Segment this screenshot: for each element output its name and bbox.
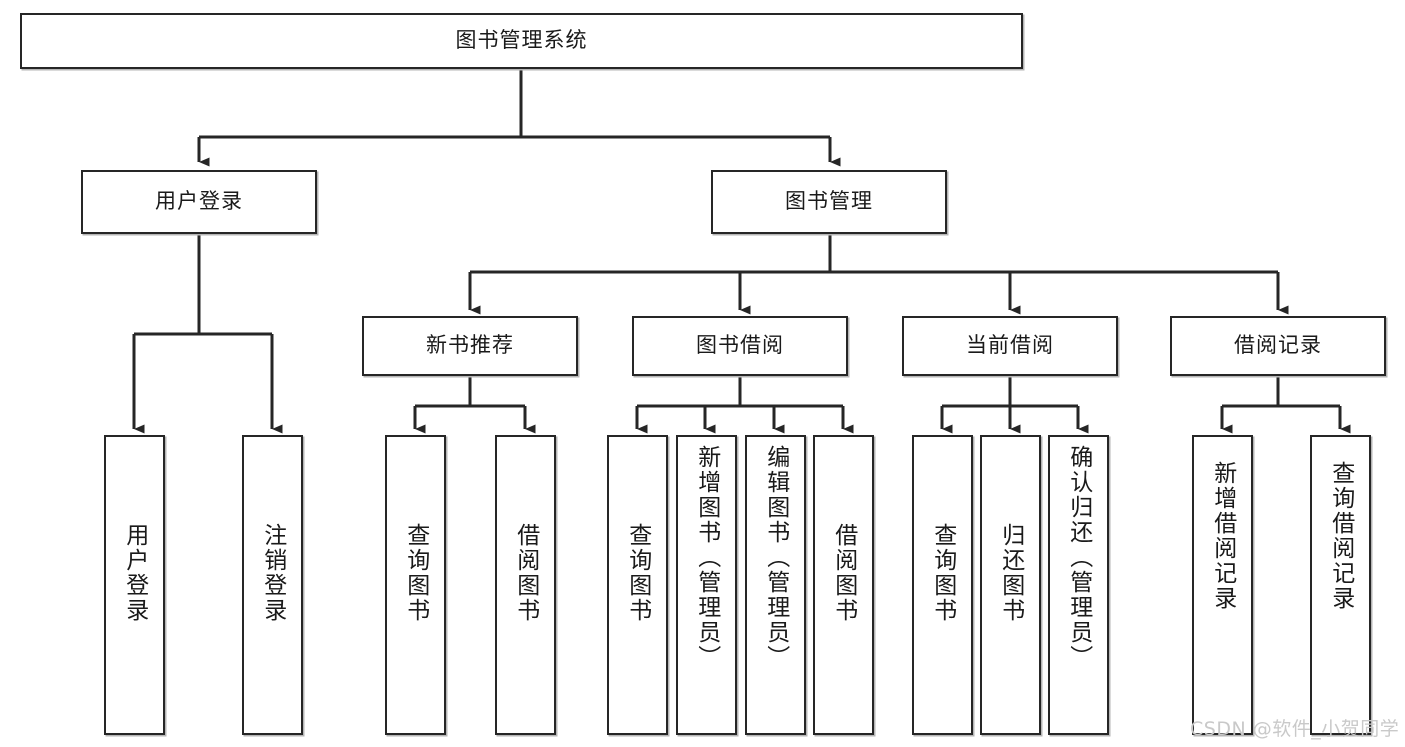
node-leaf-user-login[interactable]: 用户登录 <box>104 435 165 735</box>
node-leaf-user-login-label: 用户登录 <box>121 523 148 623</box>
node-leaf-add-record[interactable]: 新增借阅记录 <box>1192 435 1253 735</box>
node-leaf-query-book-2-label: 查询图书 <box>624 523 651 623</box>
node-leaf-add-book-label: 新增图书（管理员） <box>693 445 720 670</box>
node-leaf-query-book-2[interactable]: 查询图书 <box>607 435 668 735</box>
node-leaf-edit-book[interactable]: 编辑图书（管理员） <box>745 435 806 735</box>
node-leaf-query-record-label: 查询借阅记录 <box>1327 461 1354 611</box>
node-leaf-borrow-book-1[interactable]: 借阅图书 <box>495 435 556 735</box>
node-book-borrow[interactable]: 图书借阅 <box>632 316 848 376</box>
node-user-login-label: 用户登录 <box>155 189 243 214</box>
node-new-book-recommend[interactable]: 新书推荐 <box>362 316 578 376</box>
node-leaf-query-record[interactable]: 查询借阅记录 <box>1310 435 1371 735</box>
node-new-book-recommend-label: 新书推荐 <box>426 333 514 358</box>
node-leaf-query-book-3[interactable]: 查询图书 <box>912 435 973 735</box>
node-root-label: 图书管理系统 <box>455 28 588 53</box>
node-leaf-query-book-1[interactable]: 查询图书 <box>385 435 446 735</box>
node-current-borrow[interactable]: 当前借阅 <box>902 316 1118 376</box>
node-book-management[interactable]: 图书管理 <box>711 170 947 234</box>
node-leaf-add-record-label: 新增借阅记录 <box>1209 461 1236 611</box>
node-leaf-borrow-book-2-label: 借阅图书 <box>830 523 857 623</box>
node-leaf-logout-login-label: 注销登录 <box>259 523 286 623</box>
node-user-login[interactable]: 用户登录 <box>81 170 317 234</box>
node-leaf-confirm-return[interactable]: 确认归还（管理员） <box>1048 435 1109 735</box>
node-leaf-return-book-label: 归还图书 <box>997 523 1024 623</box>
node-root[interactable]: 图书管理系统 <box>20 13 1023 69</box>
node-leaf-logout-login[interactable]: 注销登录 <box>242 435 303 735</box>
node-borrow-record-label: 借阅记录 <box>1234 333 1322 358</box>
node-leaf-borrow-book-1-label: 借阅图书 <box>512 523 539 623</box>
node-current-borrow-label: 当前借阅 <box>966 333 1054 358</box>
csdn-watermark: CSDN @软件_小贺同学 <box>1190 718 1400 740</box>
node-borrow-record[interactable]: 借阅记录 <box>1170 316 1386 376</box>
node-book-management-label: 图书管理 <box>785 189 873 214</box>
node-leaf-add-book[interactable]: 新增图书（管理员） <box>676 435 737 735</box>
node-leaf-confirm-return-label: 确认归还（管理员） <box>1065 445 1092 670</box>
node-leaf-borrow-book-2[interactable]: 借阅图书 <box>813 435 874 735</box>
node-leaf-edit-book-label: 编辑图书（管理员） <box>762 445 789 670</box>
node-leaf-query-book-1-label: 查询图书 <box>402 523 429 623</box>
node-leaf-return-book[interactable]: 归还图书 <box>980 435 1041 735</box>
node-leaf-query-book-3-label: 查询图书 <box>929 523 956 623</box>
node-book-borrow-label: 图书借阅 <box>696 333 784 358</box>
